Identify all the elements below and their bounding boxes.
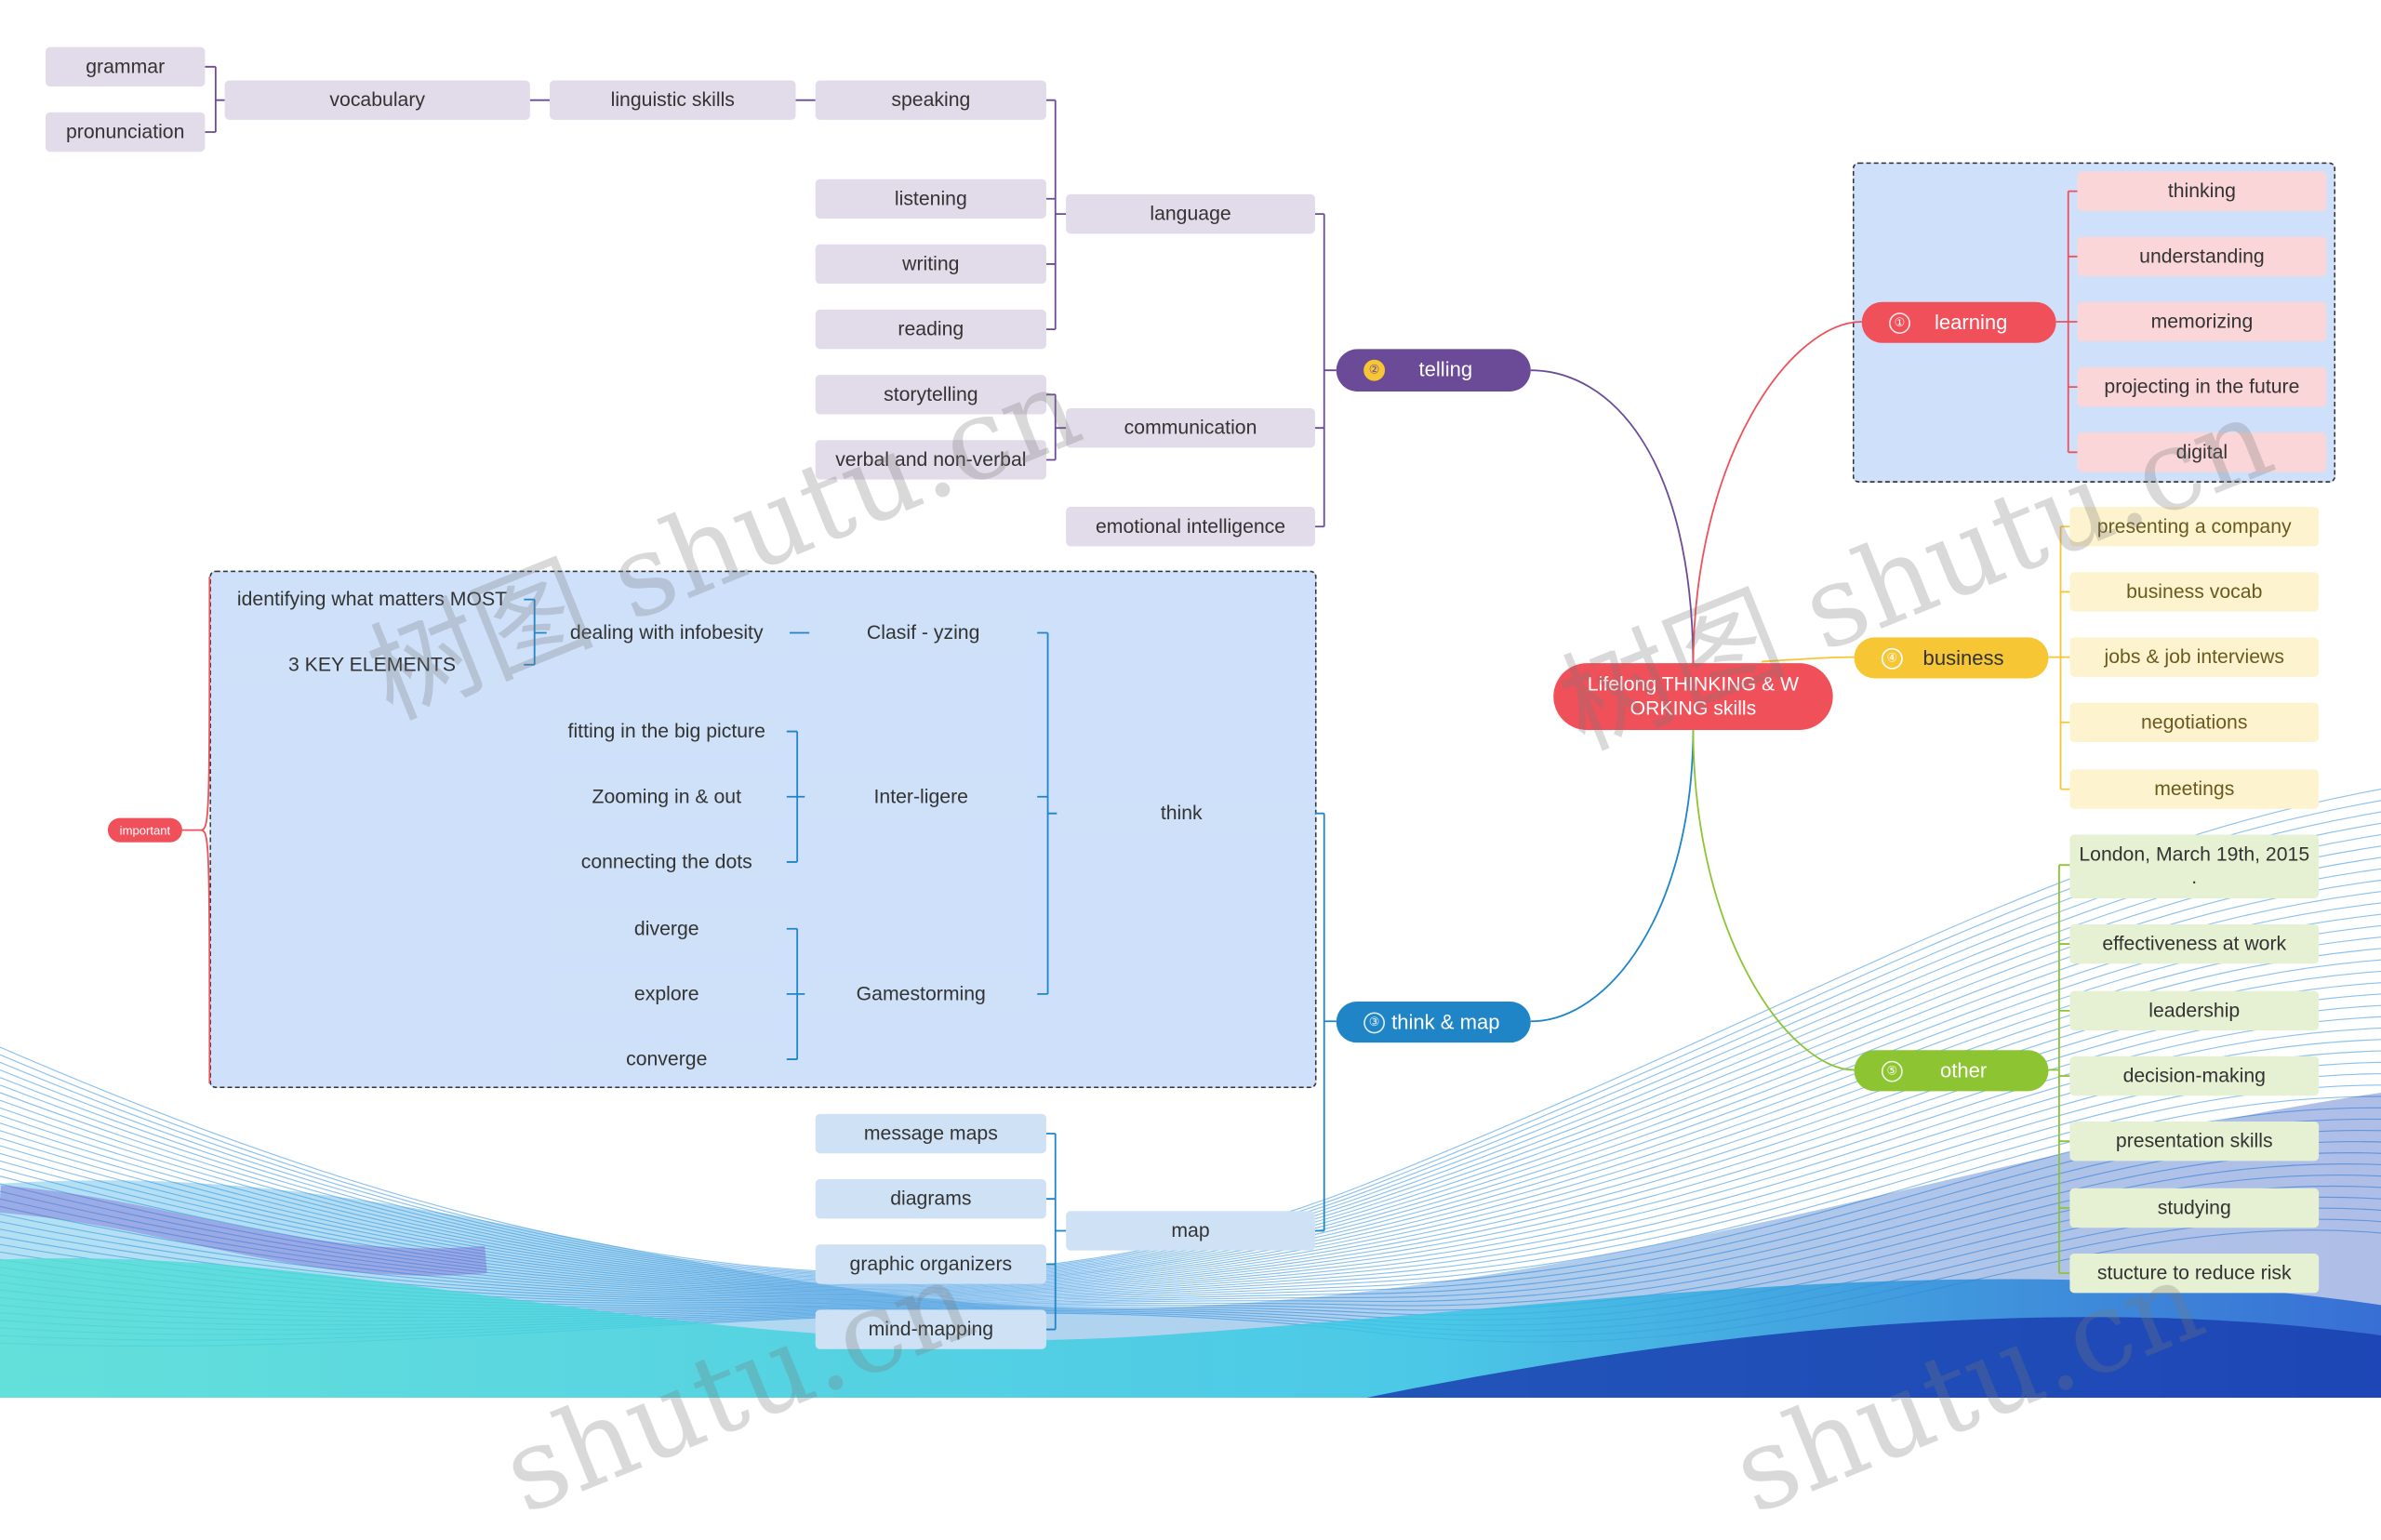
business-item-meetings[interactable]: meetings: [2069, 769, 2320, 809]
map-diagrams[interactable]: diagrams: [815, 1178, 1046, 1219]
think-matters[interactable]: identifying what matters MOST: [219, 579, 525, 619]
language-speaking[interactable]: speaking: [815, 80, 1046, 120]
telling-language[interactable]: language: [1066, 193, 1315, 234]
branch-think-map-label: think & map: [1391, 1010, 1500, 1033]
branch-other[interactable]: ⑤ other: [1854, 1050, 2049, 1092]
branch-learning-label: learning: [1935, 311, 2008, 334]
business-item-negotiations[interactable]: negotiations: [2069, 702, 2320, 742]
branch-business[interactable]: ④ business: [1854, 637, 2049, 679]
branch-other-label: other: [1939, 1058, 1988, 1082]
learning-item-understanding[interactable]: understanding: [2077, 236, 2327, 277]
business-item-vocab[interactable]: business vocab: [2069, 572, 2320, 612]
map-node[interactable]: map: [1066, 1211, 1315, 1251]
business-item-interviews[interactable]: jobs & job interviews: [2069, 637, 2320, 677]
language-writing[interactable]: writing: [815, 244, 1046, 285]
learning-item-memorizing[interactable]: memorizing: [2077, 301, 2327, 342]
branch-telling-label: telling: [1418, 358, 1473, 381]
think-interligere[interactable]: Inter-ligere: [805, 777, 1038, 816]
number-2-icon: ②: [1363, 359, 1386, 381]
think-big-picture[interactable]: fitting in the big picture: [546, 711, 787, 751]
map-mind-mapping[interactable]: mind-mapping: [815, 1309, 1046, 1349]
think-clasif[interactable]: Clasif - yzing: [809, 613, 1038, 653]
learning-item-digital[interactable]: digital: [2077, 432, 2327, 472]
telling-emotional[interactable]: emotional intelligence: [1066, 507, 1315, 547]
learning-item-thinking[interactable]: thinking: [2077, 171, 2327, 211]
root-label: Lifelong THINKING & W ORKING skills: [1587, 671, 1800, 720]
number-1-icon: ①: [1889, 312, 1910, 335]
linguistic-vocabulary[interactable]: vocabulary: [224, 80, 530, 120]
other-item-decision-making[interactable]: decision-making: [2069, 1055, 2320, 1096]
branch-think-map[interactable]: ③ think & map: [1336, 1002, 1531, 1043]
communication-storytelling[interactable]: storytelling: [815, 375, 1046, 415]
branch-learning[interactable]: ① learning: [1861, 301, 2056, 343]
important-summary-tag[interactable]: important: [107, 817, 182, 843]
speaking-linguistic-skills[interactable]: linguistic skills: [550, 80, 796, 120]
other-date-label: London, March 19th, 2015: [2079, 842, 2310, 866]
other-item-leadership[interactable]: leadership: [2069, 990, 2320, 1031]
other-item-structure[interactable]: stucture to reduce risk: [2069, 1253, 2320, 1294]
other-item-studying[interactable]: studying: [2069, 1188, 2320, 1228]
root-topic[interactable]: Lifelong THINKING & W ORKING skills: [1553, 663, 1833, 730]
think-diverge[interactable]: diverge: [546, 909, 787, 949]
telling-communication[interactable]: communication: [1066, 407, 1315, 448]
language-listening[interactable]: listening: [815, 179, 1046, 219]
think-converge[interactable]: converge: [546, 1039, 787, 1080]
business-item-presenting[interactable]: presenting a company: [2069, 507, 2320, 547]
connector-lines: [181, 65, 2078, 1331]
learning-item-projecting[interactable]: projecting in the future: [2077, 366, 2327, 407]
think-zooming[interactable]: Zooming in & out: [546, 777, 787, 816]
branch-telling[interactable]: ② telling: [1336, 349, 1531, 392]
think-dots[interactable]: connecting the dots: [546, 842, 787, 883]
think-node[interactable]: think: [1057, 793, 1307, 833]
other-date-suffix: .: [2191, 865, 2198, 888]
branch-business-label: business: [1922, 645, 2004, 670]
number-4-icon: ④: [1881, 647, 1903, 670]
number-5-icon: ⑤: [1881, 1060, 1903, 1082]
vocabulary-pronunciation[interactable]: pronunciation: [45, 112, 206, 153]
think-key-elements[interactable]: 3 KEY ELEMENTS: [219, 644, 525, 684]
other-item-date[interactable]: London, March 19th, 2015 .: [2069, 834, 2320, 899]
other-item-presentation-skills[interactable]: presentation skills: [2069, 1121, 2320, 1162]
language-reading[interactable]: reading: [815, 309, 1046, 350]
vocabulary-grammar[interactable]: grammar: [45, 46, 206, 87]
map-message-maps[interactable]: message maps: [815, 1113, 1046, 1154]
communication-verbal[interactable]: verbal and non-verbal: [815, 440, 1046, 480]
think-infobesity[interactable]: dealing with infobesity: [546, 613, 787, 653]
think-explore[interactable]: explore: [546, 974, 787, 1015]
map-graphic-organizers[interactable]: graphic organizers: [815, 1244, 1046, 1284]
other-item-effectiveness[interactable]: effectiveness at work: [2069, 923, 2320, 964]
number-3-icon: ③: [1363, 1012, 1386, 1034]
think-gamestorming[interactable]: Gamestorming: [805, 974, 1038, 1015]
